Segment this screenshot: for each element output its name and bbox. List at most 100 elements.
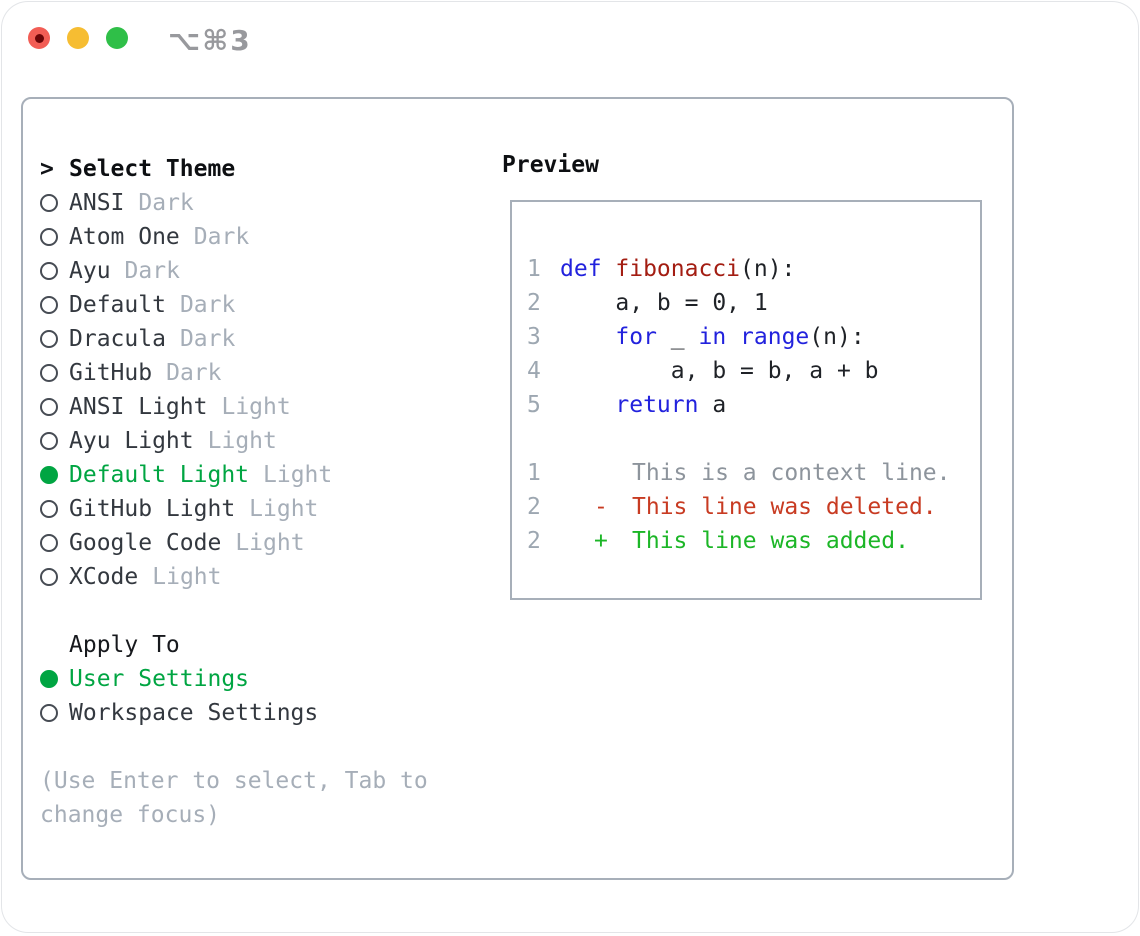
- code-token: def: [560, 256, 616, 282]
- theme-option[interactable]: XCode Light: [40, 560, 428, 594]
- line-number: 1: [527, 460, 541, 486]
- code-token: return: [615, 392, 699, 418]
- code-token: fibonacci: [615, 256, 741, 282]
- preview-heading: Preview: [502, 152, 599, 178]
- diff-marker: -: [594, 494, 608, 520]
- titlebar: ⌥⌘3: [2, 2, 1138, 78]
- apply-option-label: User Settings: [69, 666, 250, 692]
- radio-icon: [40, 568, 58, 586]
- radio-selected-icon: [40, 670, 58, 688]
- select-theme-header: > Select Theme: [40, 152, 428, 186]
- line-number: 2: [527, 494, 541, 520]
- radio-icon: [40, 228, 58, 246]
- theme-variant: Light: [152, 564, 222, 590]
- radio-icon: [40, 704, 58, 722]
- traffic-lights: [28, 27, 128, 49]
- theme-name: Google Code: [69, 530, 222, 556]
- theme-name: ANSI Light: [69, 394, 208, 420]
- theme-variant: Dark: [138, 190, 194, 216]
- theme-variant: Dark: [179, 292, 236, 318]
- code-token: _: [656, 324, 699, 350]
- close-button[interactable]: [28, 27, 50, 49]
- radio-icon: [40, 330, 58, 348]
- theme-name: ANSI: [69, 190, 125, 216]
- diff-line-deleted: 2-This line was deleted.: [527, 490, 980, 524]
- theme-variant: Dark: [166, 360, 222, 386]
- apply-option[interactable]: User Settings: [40, 662, 428, 696]
- spacer: [40, 594, 428, 628]
- theme-variant: Light: [207, 428, 277, 454]
- zoom-button[interactable]: [106, 27, 128, 49]
- apply-option[interactable]: Workspace Settings: [40, 696, 428, 730]
- apply-option-label: Workspace Settings: [69, 700, 319, 726]
- theme-option[interactable]: Google Code Light: [40, 526, 428, 560]
- code-token: in: [698, 324, 727, 350]
- theme-option[interactable]: GitHub Dark: [40, 356, 428, 390]
- code-token: for: [615, 324, 657, 350]
- code-token: [726, 320, 740, 354]
- diff-sample: 1 This is a context line. 2 -This line was…: [527, 456, 980, 558]
- diff-text: This is a context line.: [632, 460, 951, 486]
- theme-option[interactable]: Atom One Dark: [40, 220, 428, 254]
- apply-to-heading: Apply To: [69, 632, 180, 658]
- line-number: 2: [527, 528, 541, 554]
- theme-name: Ayu: [69, 258, 111, 284]
- radio-icon: [40, 534, 58, 552]
- theme-variant: Dark: [193, 224, 250, 250]
- code-token: a, b = b, a + b: [560, 358, 879, 384]
- radio-icon: [40, 398, 58, 416]
- theme-option[interactable]: ANSI Light Light: [40, 390, 428, 424]
- theme-name: Default Light: [69, 462, 250, 488]
- code-line: 3 for _ in range(n):: [527, 320, 980, 354]
- help-text-line1: (Use Enter to select, Tab to: [40, 768, 428, 794]
- diff-text: This line was added.: [632, 528, 909, 554]
- radio-icon: [40, 432, 58, 450]
- radio-icon: [40, 262, 58, 280]
- radio-icon: [40, 194, 58, 212]
- theme-variant: Light: [221, 394, 291, 420]
- radio-icon: [40, 500, 58, 518]
- focus-caret-icon: >: [40, 156, 54, 182]
- select-theme-heading: Select Theme: [69, 156, 236, 182]
- minimize-button[interactable]: [67, 27, 89, 49]
- theme-name: XCode: [69, 564, 139, 590]
- radio-icon: [40, 296, 58, 314]
- theme-option[interactable]: Ayu Light Light: [40, 424, 428, 458]
- code-line: 4 a, b = b, a + b: [527, 354, 980, 388]
- diff-line-added: 2 + This line was added.: [527, 524, 980, 558]
- theme-variant: Dark: [124, 258, 180, 284]
- help-text-line2: change focus): [40, 802, 221, 828]
- theme-name: Ayu Light: [69, 428, 194, 454]
- line-number: 3: [527, 324, 541, 350]
- code-token: [560, 388, 615, 422]
- code-token: (n):: [809, 324, 865, 350]
- window-title: ⌥⌘3: [168, 24, 252, 57]
- line-number: 4: [527, 358, 541, 384]
- line-number: 2: [527, 290, 541, 316]
- radio-selected-icon: [40, 466, 58, 484]
- theme-variant: Light: [249, 496, 319, 522]
- theme-name: Atom One: [69, 224, 180, 250]
- code-token: a, b = 0, 1: [560, 290, 768, 316]
- code-line: 2 a, b = 0, 1: [527, 286, 980, 320]
- theme-name: GitHub: [69, 360, 153, 386]
- theme-option[interactable]: ANSI Dark: [40, 186, 428, 220]
- code-token: [560, 320, 615, 354]
- code-token: range: [740, 324, 810, 350]
- code-token: a: [698, 392, 727, 418]
- diff-marker: +: [594, 528, 608, 554]
- theme-variant: Light: [235, 530, 305, 556]
- theme-option[interactable]: Ayu Dark: [40, 254, 428, 288]
- code-token: (n):: [740, 256, 796, 282]
- radio-icon: [40, 364, 58, 382]
